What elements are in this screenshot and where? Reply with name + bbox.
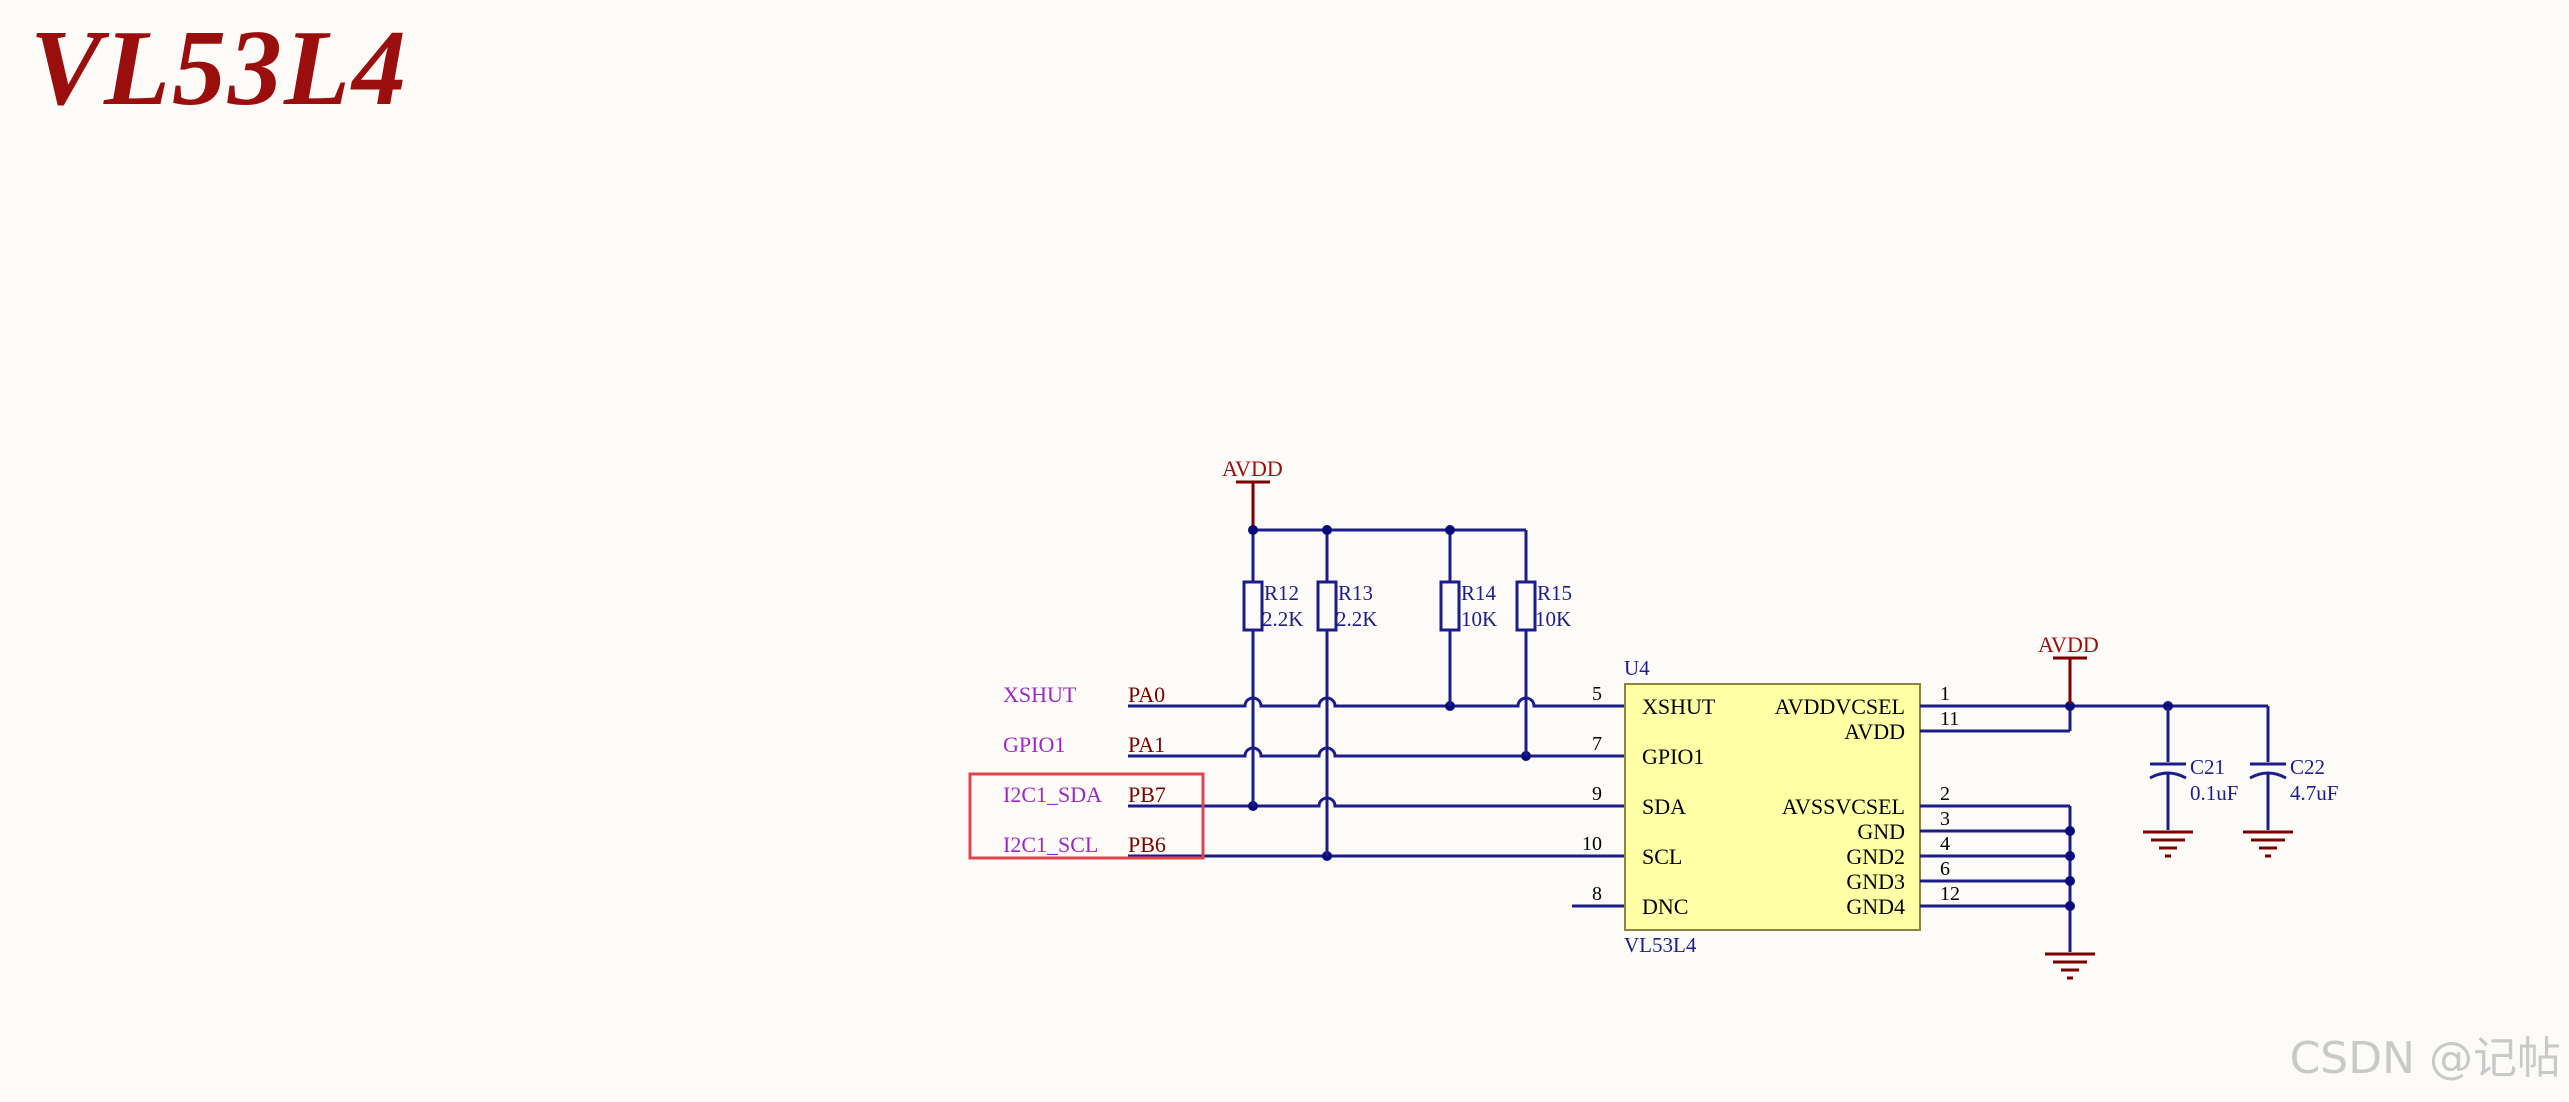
resistor-value: 10K xyxy=(1535,607,1571,631)
resistor-ref: R15 xyxy=(1537,581,1572,605)
resistor-r12: R12 2.2K xyxy=(1242,580,1303,632)
port-label-pa0: PA0 xyxy=(1128,682,1165,707)
watermark: CSDN @记帖 xyxy=(2289,1033,2561,1084)
ic-designator: U4 xyxy=(1624,656,1650,680)
ic-pin-name: DNC xyxy=(1642,894,1688,919)
wire-gpio1 xyxy=(1128,746,1625,761)
ic-pin-name: SCL xyxy=(1642,844,1682,869)
resistor-ref: R12 xyxy=(1264,581,1299,605)
pin-number: 8 xyxy=(1592,883,1602,905)
ic-pin-name: AVSSVCSEL xyxy=(1782,794,1905,819)
junction-dot xyxy=(2065,701,2075,711)
resistor-drops xyxy=(1251,630,1528,856)
junction-dot xyxy=(2065,901,2075,911)
pin-number: 7 xyxy=(1592,733,1602,755)
net-label-i2c1-sda: I2C1_SDA xyxy=(1003,782,1102,807)
avdd-power-port-top: AVDD xyxy=(1222,456,1283,528)
net-label-i2c1-scl: I2C1_SCL xyxy=(1003,832,1098,857)
resistor-value: 10K xyxy=(1461,607,1497,631)
net-label-gpio1: GPIO1 xyxy=(1003,732,1065,757)
ic-left-pin-numbers: 5 7 9 10 8 xyxy=(1582,683,1602,905)
avdd-label-right: AVDD xyxy=(2038,632,2099,657)
resistor-ref: R13 xyxy=(1338,581,1373,605)
ic-pin-name: SDA xyxy=(1642,794,1686,819)
ground-symbol-c22 xyxy=(2243,830,2293,858)
resistor-value: 2.2K xyxy=(1336,607,1377,631)
junction-dot xyxy=(2065,876,2075,886)
junction-dot xyxy=(2065,826,2075,836)
capacitor-ref: C22 xyxy=(2290,755,2325,779)
avdd-wiring xyxy=(1920,701,2268,733)
ground-symbol-c21 xyxy=(2143,830,2193,858)
pin-number: 4 xyxy=(1940,833,1950,855)
ic-pin-name: GND4 xyxy=(1846,894,1905,919)
ic-pin-name: AVDD xyxy=(1844,719,1905,744)
avdd-power-port-right: AVDD xyxy=(2038,632,2099,704)
capacitor-value: 4.7uF xyxy=(2290,781,2338,805)
resistor-r15: R15 10K xyxy=(1515,580,1572,632)
pin-number: 2 xyxy=(1940,783,1950,805)
page-title: VL53L4 xyxy=(30,9,408,128)
resistor-value: 2.2K xyxy=(1262,607,1303,631)
pullup-rail xyxy=(1248,525,1528,582)
junction-dot xyxy=(2065,851,2075,861)
ground-symbol-ic xyxy=(2045,952,2095,980)
junction-dot xyxy=(1248,525,1258,535)
capacitor-c21: C21 0.1uF xyxy=(2149,706,2238,830)
gnd-wiring xyxy=(1920,804,2075,952)
port-label-pa1: PA1 xyxy=(1128,732,1165,757)
ic-pin-name: XSHUT xyxy=(1642,694,1716,719)
ic-pin-name: GND xyxy=(1857,819,1905,844)
pin-number: 11 xyxy=(1940,708,1959,730)
wire-xshut xyxy=(1128,696,1625,711)
capacitor-c22: C22 4.7uF xyxy=(2249,706,2338,830)
resistor-r14: R14 10K xyxy=(1439,580,1497,632)
i2c-highlight-box xyxy=(968,772,1205,860)
net-label-xshut: XSHUT xyxy=(1003,682,1077,707)
ic-right-pin-numbers: 1 11 2 3 4 6 12 xyxy=(1940,683,1960,905)
port-label-pb7: PB7 xyxy=(1128,782,1166,807)
pin-number: 12 xyxy=(1940,883,1960,905)
pin-number: 10 xyxy=(1582,833,1602,855)
port-label-pb6: PB6 xyxy=(1128,832,1166,857)
capacitor-ref: C21 xyxy=(2190,755,2225,779)
ic-pin-name: GPIO1 xyxy=(1642,744,1704,769)
ic-pin-name: GND2 xyxy=(1846,844,1905,869)
junction-dot xyxy=(1445,525,1455,535)
avdd-label-top: AVDD xyxy=(1222,456,1283,481)
pin-number: 5 xyxy=(1592,683,1602,705)
ic-u4: U4 VL53L4 XSHUT GPIO1 SDA SCL DNC AVDDVC… xyxy=(1624,656,1921,957)
pin-number: 9 xyxy=(1592,783,1602,805)
capacitor-value: 0.1uF xyxy=(2190,781,2238,805)
resistor-ref: R14 xyxy=(1461,581,1497,605)
ic-pin-name: AVDDVCSEL xyxy=(1775,694,1905,719)
pin-number: 3 xyxy=(1940,808,1950,830)
pin-number: 6 xyxy=(1940,858,1950,880)
pin-number: 1 xyxy=(1940,683,1950,705)
net-labels: XSHUT PA0 GPIO1 PA1 I2C1_SDA PB7 I2C1_SC… xyxy=(1003,682,1166,857)
ic-pin-name: GND3 xyxy=(1846,869,1905,894)
resistor-r13: R13 2.2K xyxy=(1316,580,1377,632)
junction-dot xyxy=(1322,525,1332,535)
ic-part-name: VL53L4 xyxy=(1624,933,1697,957)
